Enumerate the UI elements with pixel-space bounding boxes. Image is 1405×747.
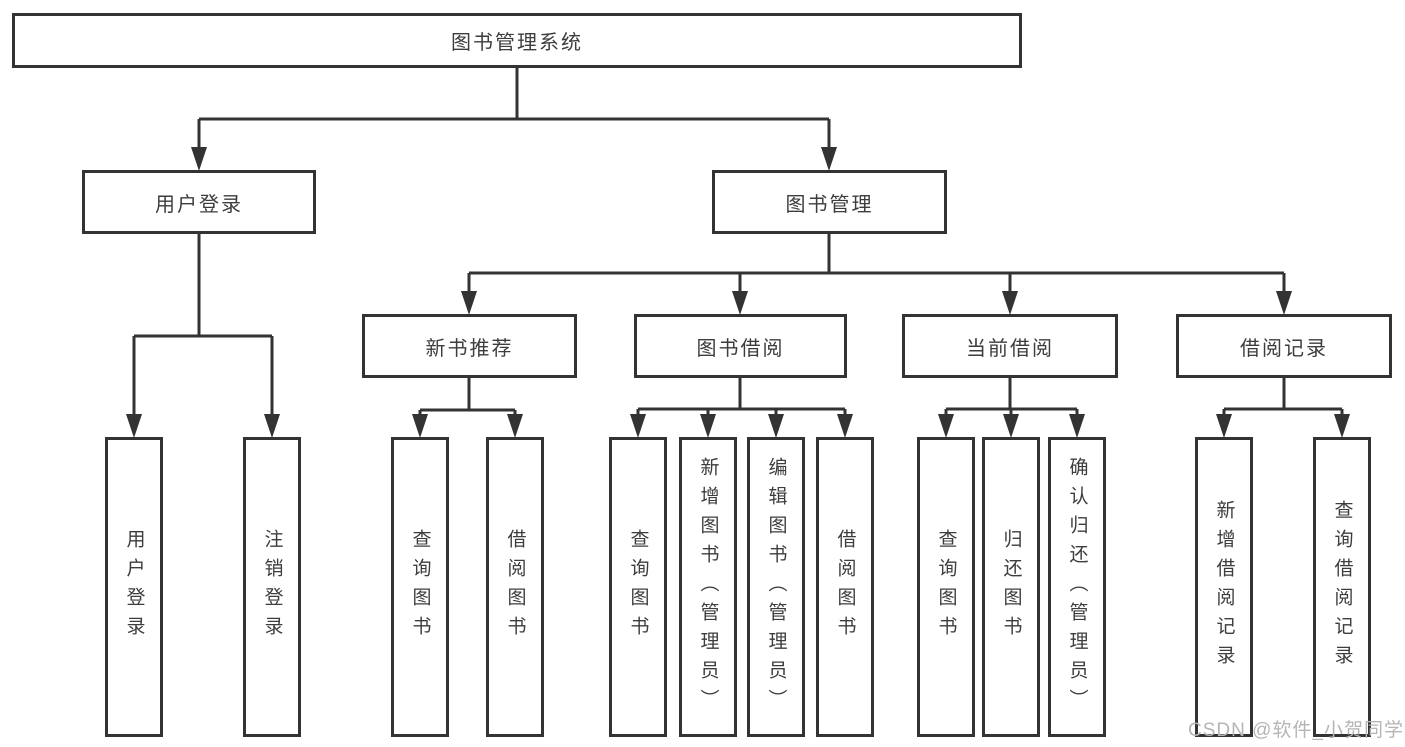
node-label: 图书管理系统 — [451, 32, 583, 54]
node-label: 当前借阅 — [966, 337, 1054, 360]
node-current-borrowing: 当前借阅 — [902, 314, 1118, 378]
node-leaf-logout: 注销登录 — [243, 437, 301, 737]
arrowhead — [191, 147, 207, 171]
arrowhead — [1216, 414, 1232, 438]
arrowhead — [126, 414, 142, 438]
node-label: 用户登录 — [123, 529, 145, 645]
arrowhead — [412, 414, 428, 438]
node-label: 图书借阅 — [696, 337, 785, 360]
node-label: 用户登录 — [155, 193, 243, 216]
node-label: 编辑图书（管理员） — [765, 456, 787, 718]
arrowhead — [507, 414, 523, 438]
node-label: 查询图书 — [627, 529, 649, 645]
node-label: 注销登录 — [261, 529, 283, 645]
arrowhead — [461, 291, 477, 315]
arrowhead — [938, 414, 954, 438]
node-leaf-query-book-borrow: 查询图书 — [609, 437, 667, 737]
node-leaf-query-book-recommend: 查询图书 — [391, 437, 449, 737]
node-label: 查询图书 — [409, 529, 431, 645]
arrowhead — [264, 414, 280, 438]
arrowhead — [1002, 291, 1018, 315]
node-leaf-user-login: 用户登录 — [105, 437, 163, 737]
node-library-management-system: 图书管理系统 — [12, 13, 1022, 68]
node-label: 新书推荐 — [425, 337, 514, 360]
node-label: 新增图书（管理员） — [697, 456, 719, 718]
arrowhead — [1003, 414, 1019, 438]
arrowhead — [630, 414, 646, 438]
node-leaf-return-book: 归还图书 — [982, 437, 1040, 737]
node-leaf-query-book-current: 查询图书 — [917, 437, 975, 737]
csdn-watermark: CSDN @软件_小贺同学 — [1188, 720, 1404, 741]
arrowhead — [700, 414, 716, 438]
node-label: 确认归还（管理员） — [1066, 456, 1088, 718]
node-new-book-recommend: 新书推荐 — [362, 314, 577, 378]
node-borrowing-records: 借阅记录 — [1176, 314, 1392, 378]
arrowhead — [1276, 291, 1292, 315]
arrowhead — [1069, 414, 1085, 438]
node-label: 借阅图书 — [504, 529, 526, 645]
arrowhead — [1334, 414, 1350, 438]
node-leaf-confirm-return-admin: 确认归还（管理员） — [1048, 437, 1106, 737]
node-label: 借阅记录 — [1240, 337, 1328, 360]
node-label: 查询图书 — [935, 529, 957, 645]
arrowhead — [732, 291, 748, 315]
node-label: 新增借阅记录 — [1213, 500, 1235, 674]
node-label: 查询借阅记录 — [1331, 500, 1353, 674]
node-label: 借阅图书 — [834, 529, 856, 645]
arrowhead — [821, 147, 837, 171]
arrowhead — [837, 414, 853, 438]
arrowhead — [768, 414, 784, 438]
node-label: 归还图书 — [1000, 529, 1022, 645]
node-label: 图书管理 — [785, 193, 874, 216]
node-leaf-query-borrow-record: 查询借阅记录 — [1313, 437, 1371, 737]
node-leaf-add-borrow-record: 新增借阅记录 — [1195, 437, 1253, 737]
node-leaf-borrow-book-recommend: 借阅图书 — [486, 437, 544, 737]
node-leaf-borrow-book: 借阅图书 — [816, 437, 874, 737]
node-user-login: 用户登录 — [82, 170, 316, 234]
node-book-management: 图书管理 — [712, 170, 947, 234]
node-book-borrowing: 图书借阅 — [634, 314, 847, 378]
node-leaf-edit-book-admin: 编辑图书（管理员） — [747, 437, 805, 737]
node-leaf-add-book-admin: 新增图书（管理员） — [679, 437, 737, 737]
